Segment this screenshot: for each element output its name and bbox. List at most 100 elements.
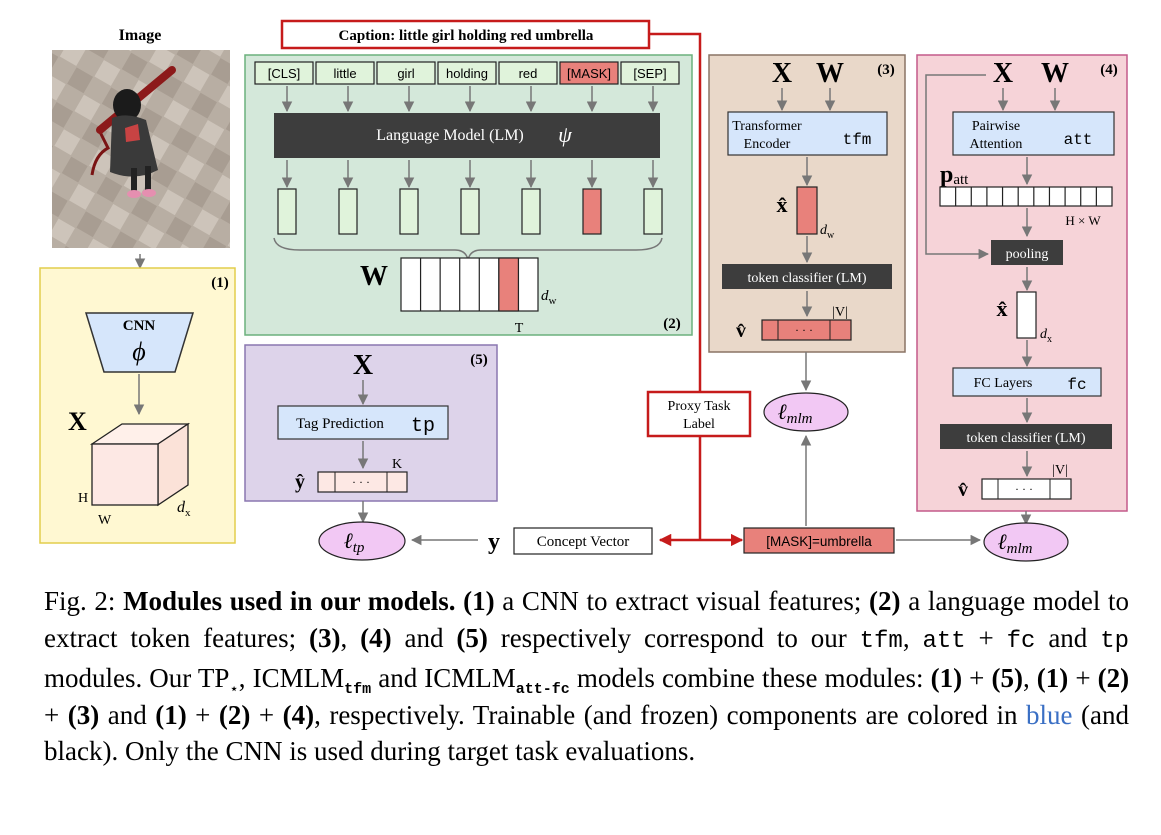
encoder-code: tfm: [843, 131, 872, 149]
module-3-vhat: v̂: [736, 320, 746, 342]
proxy-task-box: [646, 390, 752, 438]
cube-dx-sub: x: [185, 507, 191, 519]
token-label: holding: [446, 66, 488, 81]
architecture-diagram: Image (1) CNN ϕ X H W dx (2) [CLS]lit: [39, 19, 1128, 562]
loss-tp-sub: tp: [353, 540, 365, 556]
caption-ref-2: (2): [869, 586, 901, 616]
input-photo: [52, 50, 230, 248]
token-box-1: little: [315, 61, 375, 85]
caption-code-tfm: tfm: [859, 627, 903, 655]
module-4-token-classifier-label: token classifier (LM): [967, 431, 1086, 446]
caption-seg6: and: [107, 699, 147, 730]
loss-tp: [318, 521, 406, 561]
attn-code: att: [1064, 131, 1093, 149]
caption-combo-3c: (4): [282, 699, 315, 730]
w-matrix-label: W: [360, 261, 388, 292]
module-4-v-size: |V|: [1052, 463, 1068, 478]
token-label: little: [333, 66, 356, 81]
module-4-number: (4): [1100, 62, 1118, 78]
module-2-number: (2): [663, 316, 681, 332]
token-mask: [MASK]: [559, 61, 619, 85]
module-3-number: (3): [877, 62, 895, 78]
lm-block: [274, 113, 660, 158]
cube-h-label: H: [78, 491, 88, 506]
caption-ref-1: (1): [463, 586, 495, 616]
module-4-dx-sub: x: [1047, 334, 1052, 345]
token-feature-vector: [460, 188, 480, 235]
tag-prediction-block: [277, 405, 449, 440]
cnn-block: [84, 312, 195, 373]
module-1-cnn: (1) CNN ϕ X H W dx: [39, 267, 236, 544]
caption-icmlm-2: ICMLM: [424, 663, 516, 693]
proxy-task-line: [649, 32, 702, 540]
loss-mlm-right-sub: mlm: [1007, 541, 1033, 557]
p-att-vector: [939, 186, 1113, 207]
svg-text:dw: dw: [820, 223, 835, 241]
module-3-x: X: [772, 58, 792, 89]
caption-seg5: models combine these modules:: [576, 663, 924, 693]
image-title: Image: [119, 27, 162, 44]
caption-icmlm-1: ICMLM: [252, 663, 345, 693]
module-4-w: W: [1041, 58, 1069, 89]
module-3-dw-sub: w: [827, 230, 835, 241]
module-4-xhat: x̂: [997, 296, 1008, 321]
cube-dx-label: d: [177, 499, 186, 516]
caption-title: Modules used in our models.: [123, 586, 456, 616]
module-3-token-classifier-label: token classifier (LM): [748, 271, 867, 286]
feature-x-label: X: [68, 407, 87, 436]
token-box-0: [CLS]: [254, 61, 314, 85]
caption-combo-1a: (1): [930, 663, 963, 693]
token-feature-vector: [399, 188, 419, 235]
caption-and-1: and: [404, 622, 444, 653]
caption-combo-2b: (2): [1097, 663, 1130, 693]
loss-mlm-top-symbol: ℓ: [777, 399, 787, 424]
cnn-label: CNN: [123, 318, 156, 334]
caption-box: [280, 19, 651, 50]
caption-ref-3: (3): [309, 622, 341, 653]
caption-icmlm-1-sub: tfm: [344, 681, 372, 699]
tag-prediction-code: tp: [411, 415, 435, 438]
svg-text:dw: dw: [541, 288, 557, 307]
feature-cube: [89, 422, 191, 507]
module-5-y-vector: [317, 471, 408, 493]
caption-combo-1b: (5): [991, 663, 1023, 693]
loss-mlm-top: [763, 392, 849, 432]
caption-code-tp: tp: [1100, 627, 1129, 655]
token-feature-vector: [338, 188, 358, 235]
figure-caption: Fig. 2: Modules used in our models. (1) …: [44, 586, 1130, 766]
concept-vector-box: [513, 527, 653, 555]
module-3-transformer: (3) X W Transformer Encoder tfm x̂ dw to…: [708, 54, 906, 353]
loss-mlm-right: [983, 522, 1069, 562]
caption-blue-word: blue: [1026, 699, 1073, 730]
cnn-phi: ϕ: [132, 337, 145, 366]
module-3-dots: · · ·: [795, 323, 813, 337]
concept-vector-label: Concept Vector: [537, 534, 630, 550]
tag-prediction-label: Tag Prediction: [296, 416, 384, 432]
p-att-label: p: [940, 162, 953, 188]
lm-label: Language Model (LM): [376, 127, 524, 144]
svg-text:dx: dx: [177, 499, 191, 519]
module-4-x: X: [993, 58, 1013, 89]
lm-psi: ψ: [558, 122, 572, 147]
transformer-encoder-block: [727, 111, 888, 156]
p-att-sub: att: [953, 172, 969, 188]
token-feature-vector: [521, 188, 541, 235]
svg-text:dx: dx: [1040, 327, 1052, 345]
encoder-line1: Transformer: [732, 119, 802, 134]
token-feature-vector: [582, 188, 602, 235]
token-box-3: holding: [437, 61, 497, 85]
module-4-pairwise-attention: (4) X W Pairwise Attention att patt H × …: [916, 54, 1128, 512]
fc-label: FC Layers: [974, 376, 1033, 391]
module-3-v-size: |V|: [832, 305, 848, 320]
token-label: red: [519, 66, 538, 81]
token-label: [MASK]: [567, 66, 611, 81]
module-3-w: W: [816, 58, 844, 89]
proxy-task-line2: Label: [683, 417, 715, 432]
caption-code-att: att: [922, 627, 966, 655]
caption-star: ⋆: [229, 681, 239, 698]
loss-tp-symbol: ℓ: [344, 528, 354, 553]
caption-ref-4: (4): [360, 622, 392, 653]
caption-code-fc: fc: [1006, 627, 1036, 655]
fc-code: fc: [1067, 376, 1086, 394]
